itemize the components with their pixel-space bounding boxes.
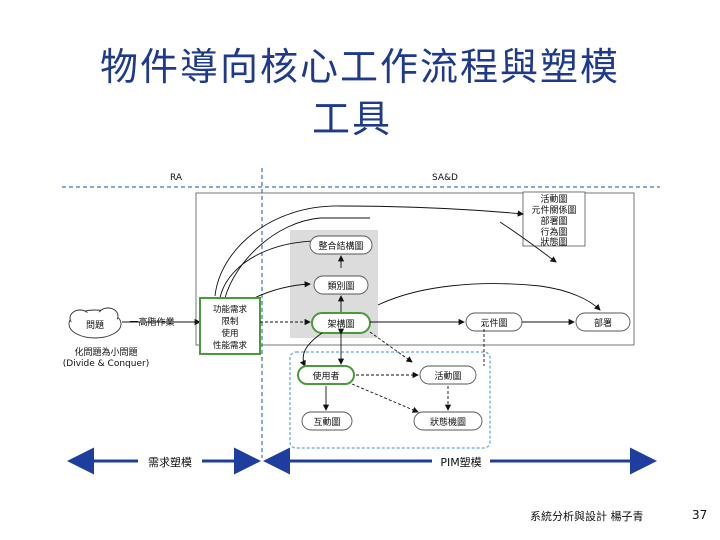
- top-right-item: 狀態圖: [540, 236, 567, 248]
- node-collab: 互動圖: [301, 411, 353, 431]
- requirements-label-bg: [138, 455, 202, 468]
- node-usecase-label: 使用者: [312, 370, 339, 382]
- top-right-item: 元件關係圖: [531, 204, 576, 216]
- node-state: 狀態機圖: [413, 411, 483, 431]
- slide-title-line1: 物件導向核心工作流程與塑模: [99, 45, 620, 89]
- curve-to-top-right: [214, 205, 524, 297]
- top-right-item: 行為圖: [540, 226, 567, 238]
- top-right-list: 活動圖 元件關係圖 部署圖 行為圖 狀態圖: [522, 191, 586, 248]
- node-deploy: 部署: [575, 312, 631, 332]
- divide-label-line1: 化問題為小問題: [74, 346, 137, 358]
- node-state-label: 狀態機圖: [430, 416, 466, 428]
- divide-label-line2: (Divide & Conquer): [63, 359, 149, 369]
- usecase-to-state-arrow: [351, 383, 419, 413]
- top-right-item: 部署圖: [540, 215, 567, 227]
- problem-cloud: 問題: [68, 307, 122, 339]
- requirements-item: 性能需求: [213, 340, 248, 351]
- node-collab-label: 互動圖: [313, 417, 340, 428]
- node-component: 元件圖: [465, 312, 523, 332]
- requirements-item: 限制: [221, 316, 238, 327]
- curve-to-deploy: [377, 283, 601, 311]
- node-usecase: 使用者: [297, 365, 355, 385]
- cloud-arrow-label: 一高階作業: [129, 316, 174, 328]
- node-activity: 活動圖: [419, 365, 477, 385]
- requirements-item: 功能需求: [213, 304, 248, 315]
- node-main-label: 架構圖: [327, 318, 354, 330]
- main-to-activity-arrow: [369, 331, 413, 363]
- node-activity-label: 活動圖: [434, 370, 461, 382]
- node-main: 架構圖: [311, 312, 371, 334]
- page-number: 37: [692, 508, 708, 522]
- node-class-label: 類別圖: [327, 281, 354, 292]
- cloud-label: 問題: [86, 320, 104, 331]
- node-component-label: 元件圖: [480, 317, 507, 329]
- arrow-to-list: [499, 221, 557, 263]
- node-deploy-label: 部署: [594, 317, 612, 329]
- main-to-usecase-curve: [299, 332, 323, 367]
- pim-label-bg: [432, 455, 490, 468]
- pim-modeling-label: PIM塑模: [440, 455, 481, 469]
- top-right-item: 活動圖: [540, 193, 567, 205]
- node-sequence: 整合結構圖: [309, 235, 373, 255]
- slide-title-line2: 工具: [311, 97, 392, 141]
- curve-to-top: [224, 217, 370, 299]
- phase-label-ra: RA: [170, 173, 183, 183]
- phase-label-sad: SA&D: [432, 173, 458, 183]
- node-class: 類別圖: [313, 275, 369, 295]
- node-sequence-label: 整合結構圖: [318, 240, 363, 252]
- requirements-modeling-label: 需求塑模: [148, 455, 192, 469]
- design-frame: [195, 192, 635, 346]
- footer-text: 系統分析與設計 楊子青: [530, 510, 644, 523]
- requirements-item: 使用: [221, 328, 238, 339]
- requirements-box: 功能需求 限制 使用 性能需求: [199, 297, 261, 355]
